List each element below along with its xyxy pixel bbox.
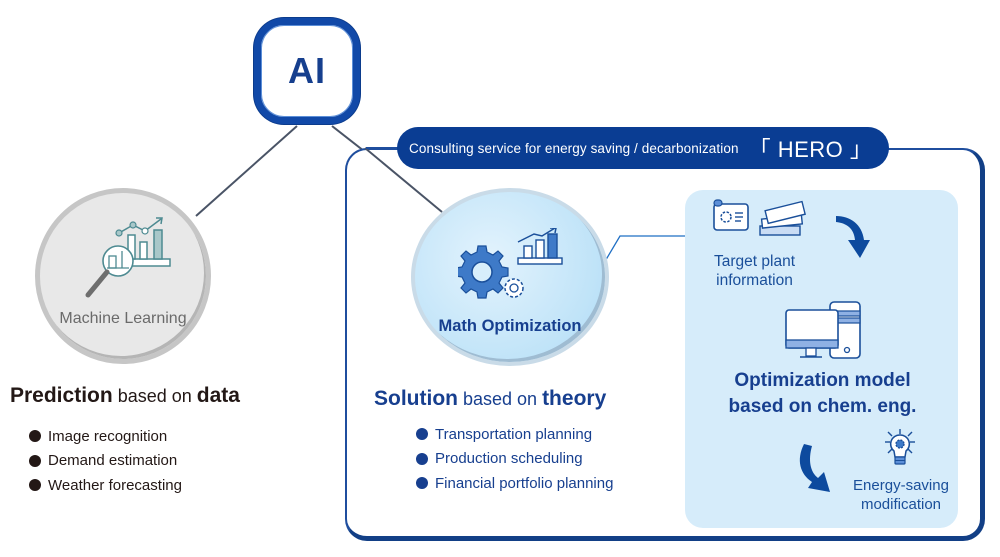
ml-heading-strong2: data — [196, 384, 240, 407]
ai-node: AI — [254, 18, 360, 124]
math-optimization-label: Math Optimization — [438, 317, 582, 335]
bullet-dot-icon — [416, 452, 428, 465]
energy-saving-label: Energy-saving modification — [842, 476, 960, 514]
mo-heading: Solution based on theory — [374, 387, 606, 411]
ml-bullet-list: Image recognition Demand estimation Weat… — [29, 424, 182, 498]
bullet-text: Demand estimation — [48, 452, 178, 470]
ai-to-ml-connector — [195, 125, 298, 217]
target-plant-line1: Target plant — [714, 253, 795, 270]
hero-name: 「 HERO 」 — [748, 137, 873, 162]
lightbulb-gear-icon — [885, 429, 915, 465]
ml-heading-thin: based on — [112, 386, 197, 406]
energy-saving-line2: modification — [860, 496, 942, 513]
mo-heading-strong2: theory — [542, 387, 607, 410]
bullet-dot-icon — [29, 430, 41, 443]
bullet-dot-icon — [416, 477, 428, 490]
math-optimization-node — [411, 188, 609, 366]
ai-label: AI — [288, 50, 326, 91]
gears-chart-icon — [458, 228, 563, 299]
hero-subtitle: Consulting service for energy saving / d… — [409, 140, 739, 156]
hero-title-pill: Consulting service for energy saving / d… — [397, 127, 889, 169]
arrow-down-right-icon — [799, 444, 830, 492]
bullet-text: Financial portfolio planning — [435, 474, 614, 492]
machine-learning-label: Machine Learning — [59, 310, 187, 327]
list-item: Production scheduling — [416, 447, 613, 472]
list-item: Demand estimation — [29, 449, 182, 474]
list-item: Image recognition — [29, 424, 182, 449]
energy-saving-line1: Energy-saving — [853, 477, 949, 494]
optimization-model-label: Optimization model based on chem. eng. — [700, 368, 945, 420]
magnifier-chart-icon — [85, 217, 171, 298]
bullet-dot-icon — [416, 428, 428, 441]
target-plant-line2: information — [716, 272, 793, 289]
mo-heading-thin: based on — [457, 389, 543, 409]
machine-learning-node — [35, 188, 211, 364]
bullet-text: Production scheduling — [435, 450, 583, 468]
list-item: Weather forecasting — [29, 473, 182, 498]
bullet-text: Image recognition — [48, 427, 168, 445]
ml-heading: Prediction based on data — [10, 384, 240, 408]
target-plant-label: Target plant information — [714, 252, 795, 290]
bullet-text: Transportation planning — [435, 425, 593, 443]
list-item: Financial portfolio planning — [416, 471, 613, 496]
mo-heading-strong1: Solution — [374, 387, 458, 410]
arrow-down-icon — [836, 216, 870, 258]
bullet-dot-icon — [29, 479, 41, 492]
list-item: Transportation planning — [416, 422, 613, 447]
optimization-model-line2: based on chem. eng. — [728, 396, 917, 417]
mo-bullet-list: Transportation planning Production sched… — [416, 422, 613, 496]
ml-heading-strong1: Prediction — [10, 384, 113, 407]
computer-icon — [785, 301, 861, 359]
optimization-model-line1: Optimization model — [734, 370, 911, 391]
bullet-text: Weather forecasting — [48, 476, 182, 494]
plant-documents-icon — [713, 199, 806, 236]
bullet-dot-icon — [29, 454, 41, 467]
hero-process-panel — [685, 190, 958, 528]
